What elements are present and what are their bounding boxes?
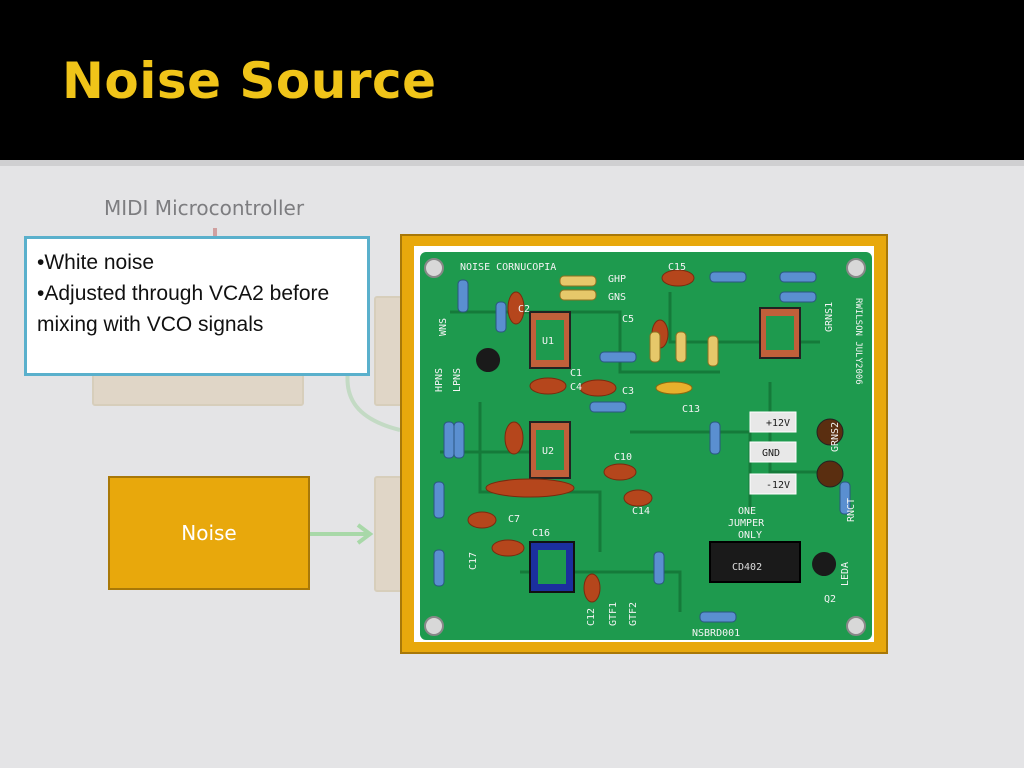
circuit-board-photo: NOISE CORNUCOPIA +12V GND -12V ONE JUMPE… xyxy=(414,246,874,642)
power-pads xyxy=(749,411,797,495)
label-ghp: GHP xyxy=(608,274,626,285)
label-leda: LEDA xyxy=(840,562,851,586)
bullet-adjusted-vca2: •Adjusted through VCA2 before mixing wit… xyxy=(37,282,330,336)
label-c7: C7 xyxy=(508,514,520,525)
slide-title: Noise Source xyxy=(62,52,437,110)
label-rnct: RNCT xyxy=(846,498,857,522)
label-c5: C5 xyxy=(622,314,634,325)
jumper-note-line3: ONLY xyxy=(738,530,762,541)
jumper-note-line2: JUMPER xyxy=(728,518,765,529)
midi-microcontroller-label: MIDI Microcontroller xyxy=(104,196,305,220)
ic-sockets xyxy=(529,307,801,593)
board-name: NOISE CORNUCOPIA xyxy=(460,262,556,273)
label-c14: C14 xyxy=(632,506,650,517)
midi-connector-line xyxy=(213,228,217,240)
label-c4: C4 xyxy=(570,382,582,393)
mounting-holes xyxy=(424,258,866,636)
label-c10: C10 xyxy=(614,452,632,463)
label-grns1: GRNS1 xyxy=(824,302,835,332)
arrow-right-icon xyxy=(310,523,374,545)
noise-block-label: Noise xyxy=(181,521,237,545)
disc-capacitor xyxy=(655,381,693,395)
circuit-board-photo-frame: NOISE CORNUCOPIA +12V GND -12V ONE JUMPE… xyxy=(400,234,888,654)
part-number: NSBRD001 xyxy=(692,628,740,639)
author-label: RWILSON JULY2006 xyxy=(853,298,863,385)
label-gns: GNS xyxy=(608,292,626,303)
label-hpns: HPNS xyxy=(434,368,445,392)
label-lpns: LPNS xyxy=(452,368,463,392)
label-q2: Q2 xyxy=(824,594,836,605)
chip-label: CD402 xyxy=(732,562,762,573)
label-c13: C13 xyxy=(682,404,700,415)
label-c2: C2 xyxy=(518,304,530,315)
capacitors xyxy=(467,269,695,603)
pcb-board xyxy=(420,252,872,640)
bullet-white-noise: •White noise xyxy=(37,251,155,274)
resistors xyxy=(433,271,851,623)
silkscreen-text: NOISE CORNUCOPIA +12V GND -12V ONE JUMPE… xyxy=(434,262,863,639)
callout-content: •White noise •Adjusted through VCA2 befo… xyxy=(27,239,367,373)
transistors xyxy=(476,348,837,576)
noise-block[interactable]: Noise xyxy=(108,476,310,590)
pad-gnd: GND xyxy=(762,448,780,459)
label-c3: C3 xyxy=(622,386,634,397)
title-bar: Noise Source xyxy=(0,0,1024,166)
pad-minus-12v: -12V xyxy=(766,480,790,491)
electrolytic-capacitors xyxy=(816,418,844,488)
pcb-image: NOISE CORNUCOPIA +12V GND -12V ONE JUMPE… xyxy=(420,252,872,640)
label-c12: C12 xyxy=(586,608,597,626)
label-c1: C1 xyxy=(570,368,582,379)
label-c17: C17 xyxy=(468,552,479,570)
pad-plus-12v: +12V xyxy=(766,418,790,429)
label-c16: C16 xyxy=(532,528,550,539)
label-gtf1: GTF1 xyxy=(608,602,619,626)
label-gtf2: GTF2 xyxy=(628,602,639,626)
callout-box: •White noise •Adjusted through VCA2 befo… xyxy=(24,236,370,376)
label-c15: C15 xyxy=(668,262,686,273)
label-u2: U2 xyxy=(542,446,554,457)
label-grns2: GRNS2 xyxy=(830,422,841,452)
jumper-note-line1: ONE xyxy=(738,506,756,517)
label-u1: U1 xyxy=(542,336,554,347)
label-wns: WNS xyxy=(438,318,449,336)
